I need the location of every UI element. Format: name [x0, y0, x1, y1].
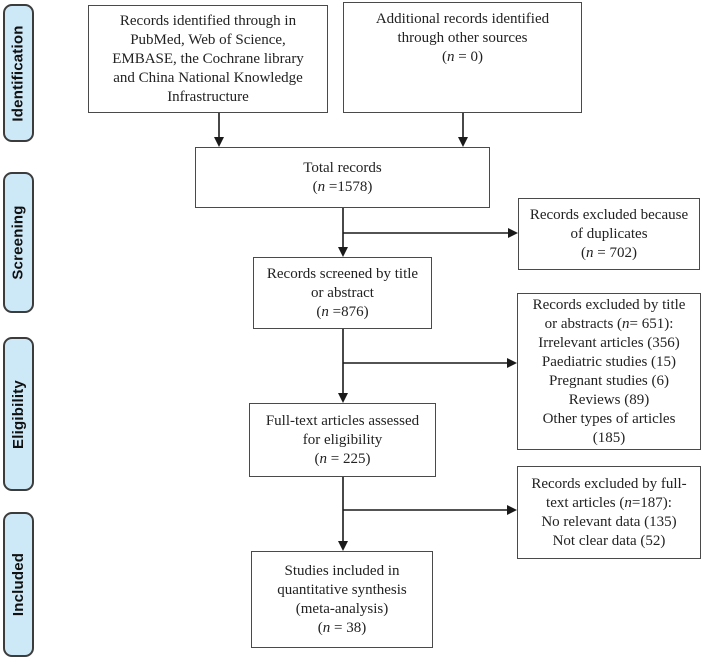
box-text-line: of duplicates	[570, 225, 648, 242]
box-text-line: Additional records identified	[375, 11, 550, 27]
box-text-line: EMBASE, the Cochrane library	[112, 50, 304, 67]
box-text-line: Total records	[303, 159, 382, 176]
box-title-abstract-excluded: Records excluded by title or abstracts (n…	[517, 293, 701, 450]
stage-label-eligibility-text: Eligibility	[10, 379, 27, 449]
box-text-line: Records excluded by full-	[531, 475, 687, 492]
box-text-line: Other types of articles	[542, 410, 676, 427]
arrowhead-branch-to-fulltext-excluded	[507, 505, 517, 515]
box-text-line: Studies included in	[284, 562, 400, 579]
box-fulltext-excluded: Records excluded by full-text articles (…	[517, 466, 701, 559]
box-text-line: Records screened by title	[266, 265, 419, 282]
box-text-line: for eligibility	[302, 431, 383, 448]
box-text-line: Not clear data (52)	[552, 532, 666, 549]
box-text-line: or abstracts (n= 651):	[544, 315, 674, 332]
box-studies-included: Studies included in quantitative synthesi…	[251, 551, 433, 648]
stage-label-screening-text: Screening	[10, 205, 28, 280]
box-text-line: No relevant data (135)	[541, 513, 677, 530]
stage-label-identification-text: Identification	[10, 24, 28, 122]
stage-label-eligibility: Eligibility	[3, 337, 34, 491]
box-text-line: Paediatric studies (15)	[541, 353, 677, 370]
stage-label-included-text: Included	[10, 552, 27, 617]
stage-label-identification: Identification	[3, 4, 34, 142]
arrowhead-fulltext-to-included	[338, 541, 348, 551]
box-text-line: through other sources	[397, 30, 528, 46]
box-text-line: Full-text articles assessed	[265, 412, 420, 429]
box-text-line: Records identified through in	[119, 12, 297, 29]
box-text-line: (n =1578)	[312, 178, 373, 195]
box-text-line: quantitative synthesis	[277, 581, 407, 598]
box-text-line: (185)	[592, 429, 626, 446]
arrowhead-branch-to-duplicates	[508, 228, 518, 238]
box-text-line: Pregnant studies (6)	[549, 372, 669, 389]
box-text-line: Records excluded by title	[532, 296, 686, 313]
box-text-line: or abstract	[311, 284, 374, 301]
box-text-line: (n = 225)	[314, 450, 371, 467]
box-total-records: Total records (n =1578)	[195, 147, 490, 208]
box-fulltext-assessed: Full-text articles assessed for eligibili…	[249, 403, 436, 477]
box-text-line: Records excluded because	[529, 206, 689, 223]
arrowhead-total-to-screened	[338, 247, 348, 257]
box-text-line: (n =876)	[316, 303, 369, 320]
box-text-line: text articles (n=187):	[546, 494, 672, 511]
box-text-line: Reviews (89)	[568, 391, 650, 408]
arrowhead-branch-to-title-excluded	[507, 358, 517, 368]
stage-label-included: Included	[3, 512, 34, 657]
box-text-line: (n = 38)	[317, 619, 367, 636]
box-text-line: Infrastructure	[167, 88, 249, 105]
stage-label-screening: Screening	[3, 172, 34, 313]
box-text-line: (meta-analysis)	[295, 600, 389, 617]
box-additional-records: Additional records identified through oth…	[343, 2, 582, 113]
box-text-line: (n = 702)	[581, 244, 637, 261]
arrowhead-identified-to-total	[214, 137, 224, 147]
box-text-line: and China National Knowledge	[113, 69, 303, 86]
arrowhead-additional-to-total	[458, 137, 468, 147]
box-text-line: (n = 0)	[442, 49, 483, 65]
box-records-identified: Records identified through in PubMed, Web…	[88, 5, 328, 113]
box-duplicates-excluded: Records excluded because of duplicates (n …	[518, 198, 700, 270]
box-text-line: PubMed, Web of Science,	[130, 31, 286, 48]
box-text-line: Irrelevant articles (356)	[538, 334, 680, 351]
box-records-screened: Records screened by title or abstract (n =…	[253, 257, 432, 329]
arrowhead-screened-to-fulltext	[338, 393, 348, 403]
